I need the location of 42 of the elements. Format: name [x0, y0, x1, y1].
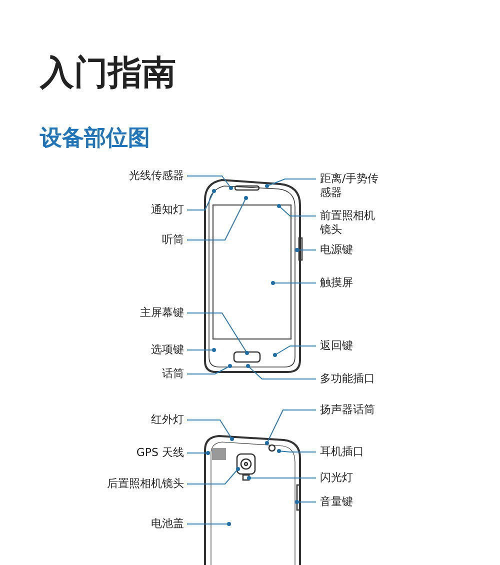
leader-line: [265, 410, 316, 445]
part-label: 选项键: [151, 343, 184, 357]
part-label: 电池盖: [151, 517, 184, 531]
part-label: 闪光灯: [320, 471, 353, 485]
part-label: 耳机插口: [320, 445, 364, 459]
leader-line: [277, 204, 316, 216]
leader-line: [186, 176, 233, 190]
leader-line: [273, 346, 316, 357]
leader-line: [186, 196, 248, 240]
part-label: 音量键: [320, 495, 353, 509]
leader-line: [186, 420, 234, 441]
section-heading: 设备部位图: [40, 128, 150, 150]
part-label: 听筒: [162, 233, 184, 247]
part-label: GPS 天线: [136, 446, 184, 460]
part-label: 主屏幕键: [140, 306, 184, 320]
part-label: 扬声器话筒: [320, 403, 375, 417]
part-label: 多功能插口: [320, 372, 375, 386]
leader-line: [186, 467, 240, 484]
leader-line: [186, 312, 249, 355]
leader-line: [277, 449, 316, 453]
leader-line: [186, 364, 232, 374]
leader-line: [271, 281, 316, 285]
part-label: 话筒: [162, 367, 184, 381]
leader-line: [295, 500, 316, 504]
part-label: 光线传感器: [129, 169, 184, 183]
leader-line: [295, 248, 316, 252]
leader-line: [186, 348, 216, 352]
part-label: 通知灯: [151, 203, 184, 217]
part-label: 前置照相机镜头: [320, 209, 376, 237]
part-label: 后置照相机镜头: [107, 477, 184, 491]
leader-line: [186, 522, 231, 526]
part-label: 电源键: [320, 243, 353, 257]
leader-line: [186, 189, 216, 210]
part-label: 红外灯: [151, 413, 184, 427]
part-label: 返回键: [320, 339, 353, 353]
part-label: 触摸屏: [320, 276, 353, 290]
leader-line: [247, 476, 316, 480]
title: 入门指南: [40, 56, 176, 90]
leader-line: [246, 364, 316, 380]
leader-line: [186, 451, 210, 455]
leader-line: [265, 178, 316, 188]
part-label: 距离/手势传感器: [320, 172, 380, 200]
